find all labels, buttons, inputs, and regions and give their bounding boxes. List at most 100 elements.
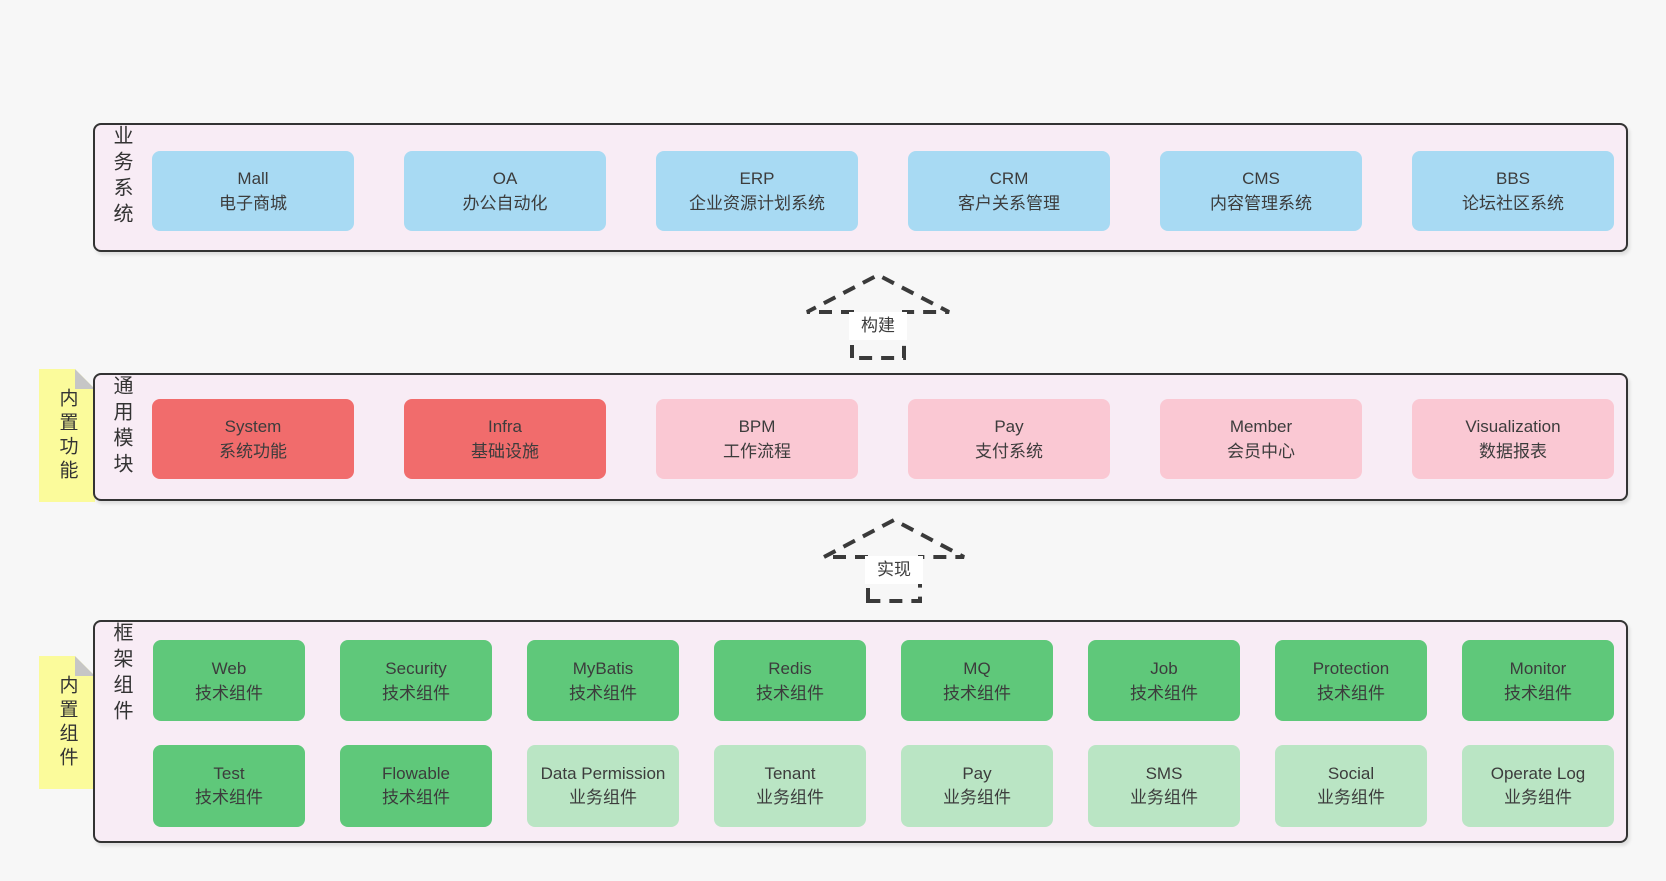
module-description: 技术组件 (943, 683, 1011, 703)
module-box-job: Job 技术组件 (1088, 640, 1240, 721)
module-box-bpm: BPM 工作流程 (656, 399, 858, 479)
common-modules-layer: 通用模块 System 系统功能 Infra 基础设施 BPM 工作流程 Pay 支付系统 Me… (93, 373, 1628, 501)
build-arrow (806, 272, 950, 360)
module-name: Pay (962, 764, 992, 783)
module-description: 业务组件 (1504, 788, 1572, 807)
module-box-monitor: Monitor 技术组件 (1462, 640, 1614, 721)
implement-arrow-label: 实现 (865, 556, 923, 584)
module-box-mall: Mall 电子商城 (152, 151, 354, 231)
module-name: OA (492, 169, 518, 188)
module-name: CMS (1242, 169, 1280, 188)
module-name: Flowable (381, 764, 451, 783)
module-description: 办公自动化 (462, 194, 548, 213)
module-description: 技术组件 (195, 788, 263, 807)
module-box-web: Web 技术组件 (153, 640, 305, 721)
module-name: BBS (1495, 169, 1531, 188)
module-box-cms: CMS 内容管理系统 (1160, 151, 1362, 231)
module-description: 业务组件 (756, 788, 824, 807)
module-description: 系统功能 (219, 442, 287, 461)
module-box-data-permission: Data Permission 业务组件 (527, 745, 679, 827)
business-systems-layer: 业务系统 Mall 电子商城 OA 办公自动化 ERP 企业资源计划系统 CRM 客户关系管理… (93, 123, 1628, 252)
module-box-social: Social 业务组件 (1275, 745, 1427, 827)
module-name: Test (213, 764, 245, 783)
module-name: Data Permission (540, 764, 666, 783)
module-box-bbs: BBS 论坛社区系统 (1412, 151, 1614, 231)
module-description: 业务组件 (569, 788, 637, 807)
module-box-pay: Pay 业务组件 (901, 745, 1053, 827)
sticky-note-built-in-components: 内置组件 (39, 656, 95, 789)
module-name: Protection (1312, 658, 1390, 678)
module-box-system: System 系统功能 (152, 399, 354, 479)
module-box-member: Member 会员中心 (1160, 399, 1362, 479)
module-description: 企业资源计划系统 (689, 194, 825, 213)
module-name: Visualization (1465, 417, 1561, 436)
module-name: Job (1150, 658, 1178, 678)
module-description: 技术组件 (1130, 683, 1198, 703)
module-name: CRM (989, 169, 1029, 188)
module-name: System (224, 417, 282, 436)
module-description: 业务组件 (943, 788, 1011, 807)
sticky-note-built-in-functions: 内置功能 (39, 369, 95, 502)
module-name: ERP (739, 169, 775, 188)
module-name: Tenant (764, 764, 816, 783)
module-name: Social (1327, 764, 1375, 783)
module-description: 业务组件 (1130, 788, 1198, 807)
module-name: BPM (738, 417, 776, 436)
module-name: Monitor (1509, 658, 1567, 678)
module-box-infra: Infra 基础设施 (404, 399, 606, 479)
module-box-pay: Pay 支付系统 (908, 399, 1110, 479)
business-systems-layer-label: 业务系统 (110, 125, 132, 229)
module-name: SMS (1145, 764, 1183, 783)
module-box-oa: OA 办公自动化 (404, 151, 606, 231)
module-description: 支付系统 (975, 442, 1043, 461)
module-box-operate-log: Operate Log 业务组件 (1462, 745, 1614, 827)
module-name: Redis (768, 658, 812, 678)
module-description: 技术组件 (382, 683, 450, 703)
module-description: 技术组件 (1504, 683, 1572, 703)
module-description: 技术组件 (382, 788, 450, 807)
module-box-tenant: Tenant 业务组件 (714, 745, 866, 827)
module-name: Web (211, 658, 247, 678)
module-description: 内容管理系统 (1210, 194, 1312, 213)
build-arrow-label: 构建 (849, 312, 907, 340)
common-modules-row: System 系统功能 Infra 基础设施 BPM 工作流程 Pay 支付系统 Member 会… (152, 399, 1614, 479)
module-box-redis: Redis 技术组件 (714, 640, 866, 721)
module-box-mq: MQ 技术组件 (901, 640, 1053, 721)
module-description: 工作流程 (723, 442, 791, 461)
module-description: 数据报表 (1479, 442, 1547, 461)
module-name: Infra (487, 417, 523, 436)
module-box-erp: ERP 企业资源计划系统 (656, 151, 858, 231)
module-name: Operate Log (1490, 764, 1586, 783)
module-description: 基础设施 (471, 442, 539, 461)
module-description: 技术组件 (1317, 683, 1385, 703)
module-name: Member (1229, 417, 1293, 436)
module-box-crm: CRM 客户关系管理 (908, 151, 1110, 231)
module-box-test: Test 技术组件 (153, 745, 305, 827)
framework-components-layer-label: 框架组件 (110, 622, 132, 726)
module-name: Security (385, 658, 447, 678)
module-name: MQ (963, 658, 991, 678)
module-description: 技术组件 (569, 683, 637, 703)
module-description: 客户关系管理 (958, 194, 1060, 213)
module-name: Pay (994, 417, 1024, 436)
module-name: Mall (237, 169, 269, 188)
module-box-sms: SMS 业务组件 (1088, 745, 1240, 827)
module-description: 技术组件 (756, 683, 824, 703)
module-description: 论坛社区系统 (1462, 194, 1564, 213)
module-box-flowable: Flowable 技术组件 (340, 745, 492, 827)
module-description: 会员中心 (1227, 442, 1295, 461)
module-name: MyBatis (572, 658, 634, 678)
business-systems-row: Mall 电子商城 OA 办公自动化 ERP 企业资源计划系统 CRM 客户关系管理 CMS 内容… (152, 151, 1614, 231)
module-description: 技术组件 (195, 683, 263, 703)
module-description: 电子商城 (219, 194, 287, 213)
implement-arrow (823, 517, 965, 603)
common-modules-layer-label: 通用模块 (110, 375, 132, 479)
module-box-security: Security 技术组件 (340, 640, 492, 721)
module-box-protection: Protection 技术组件 (1275, 640, 1427, 721)
module-description: 业务组件 (1317, 788, 1385, 807)
module-box-mybatis: MyBatis 技术组件 (527, 640, 679, 721)
module-box-visualization: Visualization 数据报表 (1412, 399, 1614, 479)
